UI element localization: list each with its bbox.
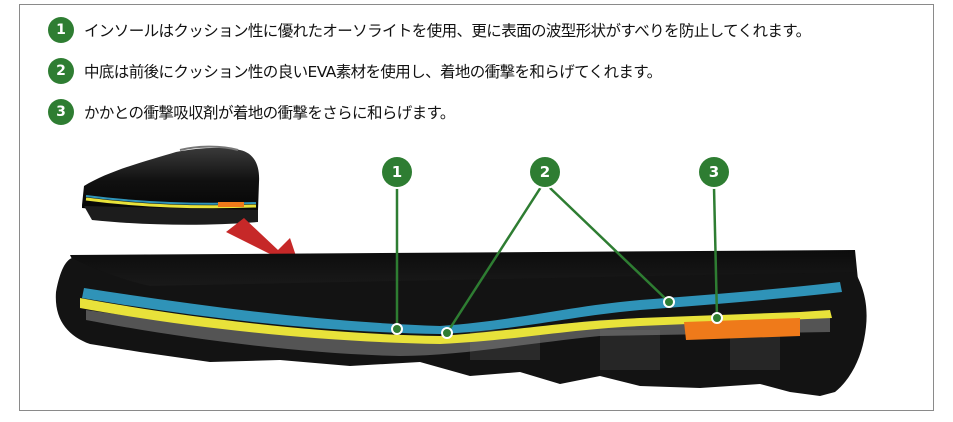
shoe-thumbnail bbox=[82, 145, 260, 225]
callout-end-dots bbox=[391, 296, 723, 339]
callout-1: 1 bbox=[382, 157, 412, 187]
callout-3: 3 bbox=[699, 157, 729, 187]
callout-leader-lines bbox=[395, 186, 719, 334]
feature-2-text: 中底は前後にクッション性の良いEVA素材を使用し、着地の衝撃を和らげてくれます。 bbox=[84, 63, 662, 81]
feature-1-badge: 1 bbox=[48, 17, 74, 43]
feature-3: 3 かかとの衝撃吸収剤が着地の衝撃をさらに和らげます。 bbox=[48, 99, 455, 125]
feature-3-text: かかとの衝撃吸収剤が着地の衝撃をさらに和らげます。 bbox=[84, 104, 455, 122]
feature-1: 1 インソールはクッション性に優れたオーソライトを使用、更に表面の波型形状がすべ… bbox=[48, 17, 811, 43]
feature-2: 2 中底は前後にクッション性の良いEVA素材を使用し、着地の衝撃を和らげてくれま… bbox=[48, 58, 662, 84]
feature-1-text: インソールはクッション性に優れたオーソライトを使用、更に表面の波型形状がすべりを… bbox=[84, 22, 811, 40]
feature-2-badge: 2 bbox=[48, 58, 74, 84]
sole-cross-section bbox=[55, 250, 867, 396]
callout-2: 2 bbox=[530, 157, 560, 187]
feature-3-badge: 3 bbox=[48, 99, 74, 125]
